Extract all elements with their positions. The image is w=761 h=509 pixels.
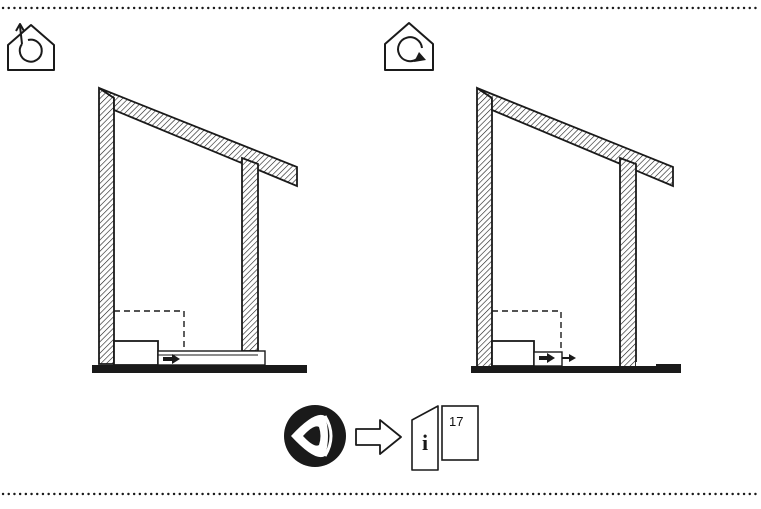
eye-icon xyxy=(284,405,346,467)
sloped-roof xyxy=(476,87,674,188)
airflow-arrow xyxy=(163,354,180,364)
appliance-box xyxy=(491,340,535,367)
sloped-roof xyxy=(98,87,298,188)
airflow-arrow-small xyxy=(562,354,576,362)
right-scene xyxy=(384,22,681,373)
left-wall xyxy=(476,86,493,369)
manual-page-number: 17 xyxy=(449,414,463,429)
right-wall xyxy=(619,156,637,369)
house-open-circulation-icon xyxy=(7,23,55,71)
right-wall xyxy=(241,156,259,352)
appliance-box xyxy=(113,340,159,366)
dashed-appliance-outline xyxy=(492,310,562,355)
manual-info-glyph: i xyxy=(422,430,428,455)
left-scene xyxy=(7,23,307,373)
reference-row: i 17 xyxy=(284,405,479,471)
floor-slab xyxy=(92,365,307,373)
floor-gap xyxy=(636,362,656,366)
outline-arrow-right-icon xyxy=(355,419,402,455)
manual-info-icon: i 17 xyxy=(411,405,479,471)
left-wall xyxy=(98,86,115,365)
house-closed-circulation-icon xyxy=(384,22,434,71)
dashed-appliance-outline xyxy=(114,310,185,353)
airflow-arrow xyxy=(539,353,555,363)
floor-slab xyxy=(471,366,681,373)
